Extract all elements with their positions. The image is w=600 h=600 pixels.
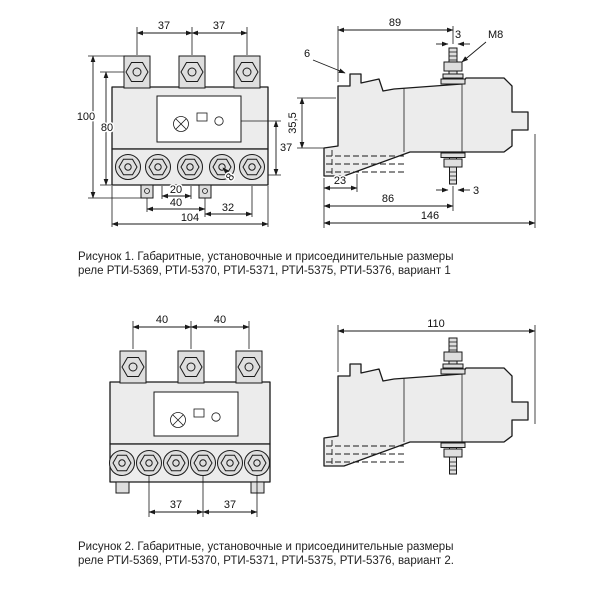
figure2-side-view: 110	[323, 317, 536, 475]
bottom-terminal	[136, 450, 162, 476]
bottom-terminal	[163, 450, 189, 476]
dim-depth-355: 35,5	[287, 112, 299, 133]
dim-bottom-pitch-left: 37	[170, 499, 182, 511]
figure1-caption-line2: реле РТИ-5369, РТИ-5370, РТИ-5371, РТИ-5…	[78, 265, 451, 277]
mounting-tab	[250, 481, 265, 494]
dim-bottom-20: 20	[170, 184, 182, 196]
dim-top-pitch-right: 40	[214, 314, 226, 326]
relay-side-body	[323, 47, 529, 185]
dim-height-overall: 100	[77, 111, 95, 123]
figure2-caption-line1: Рисунок 2. Габаритные, установочные и пр…	[78, 541, 453, 553]
dim-top-width: 110	[427, 318, 445, 330]
bottom-terminal	[217, 450, 243, 476]
top-terminal	[119, 350, 147, 384]
relay-front-body	[109, 350, 271, 494]
thread-label: M8	[488, 29, 503, 41]
bottom-terminal	[115, 154, 141, 180]
figure1-caption: Рисунок 1. Габаритные, установочные и пр…	[78, 251, 453, 277]
figure1-side-view: 89 3 M8 6 35,5 23 3 86 146	[286, 16, 536, 228]
extension-lines	[297, 26, 536, 228]
bottom-terminal	[244, 450, 270, 476]
tab-hole	[144, 188, 150, 194]
mounting-tab	[140, 184, 154, 199]
dim-depth-overall: 146	[421, 210, 439, 222]
top-terminal	[177, 350, 205, 384]
top-terminal	[235, 350, 263, 384]
bottom-terminal	[190, 450, 216, 476]
bottom-terminal	[145, 154, 171, 180]
dim-height-mounting: 80	[101, 122, 113, 134]
front-panel	[156, 95, 242, 143]
figure2-caption-line2: реле РТИ-5369, РТИ-5370, РТИ-5371, РТИ-5…	[78, 555, 454, 567]
hole-leader	[222, 167, 230, 175]
figure2-front-view: 40 40 37 37	[109, 313, 271, 517]
figure1-caption-line1: Рисунок 1. Габаритные, установочные и пр…	[78, 251, 453, 263]
dim-depth-86: 86	[382, 193, 394, 205]
figure1-front-dimensions: 37 37 100 80 37 20 40 32 104 8	[75, 19, 294, 227]
bottom-terminal	[177, 154, 203, 180]
dim-stud-offset-top: 3	[455, 29, 461, 41]
tab-hole	[202, 188, 208, 194]
figure2-front-dimensions: 40 40 37 37	[132, 313, 258, 517]
figure2-caption: Рисунок 2. Габаритные, установочные и пр…	[78, 541, 454, 567]
mounting-tab	[198, 184, 212, 199]
figure2-side-dimensions: 110	[337, 317, 536, 424]
top-terminal	[123, 55, 151, 89]
dim-rail-23: 23	[334, 175, 346, 187]
dim-top-width: 89	[389, 17, 401, 29]
bottom-terminal	[109, 450, 135, 476]
front-panel	[153, 391, 239, 437]
mounting-tab	[115, 481, 130, 494]
dim-bottom-32: 32	[222, 202, 234, 214]
dim-top-pitch-left: 40	[156, 314, 168, 326]
dim-width-overall: 104	[181, 212, 199, 224]
dim-bottom-pitch-right: 37	[224, 499, 236, 511]
top-terminal	[233, 55, 261, 89]
dim-bottom-40: 40	[170, 197, 182, 209]
top-terminal	[178, 55, 206, 89]
dim-side-height: 37	[280, 142, 292, 154]
dim-top-pitch-right: 37	[213, 20, 225, 32]
dim-stud-offset-bottom: 3	[473, 185, 479, 197]
bottom-terminal	[239, 154, 265, 180]
lever-leader	[312, 59, 346, 74]
relay-side-body	[323, 337, 529, 475]
relay-front-body	[111, 55, 269, 199]
dim-top-pitch-left: 37	[158, 20, 170, 32]
figure1-side-dimensions: 89 3 M8 6 35,5 23 3 86 146	[286, 16, 536, 228]
thread-leader	[461, 41, 487, 63]
figure1-front-view: 37 37 100 80 37 20 40 32 104 8	[75, 19, 294, 227]
extension-lines	[132, 321, 258, 517]
dim-lever-offset: 6	[304, 48, 310, 60]
